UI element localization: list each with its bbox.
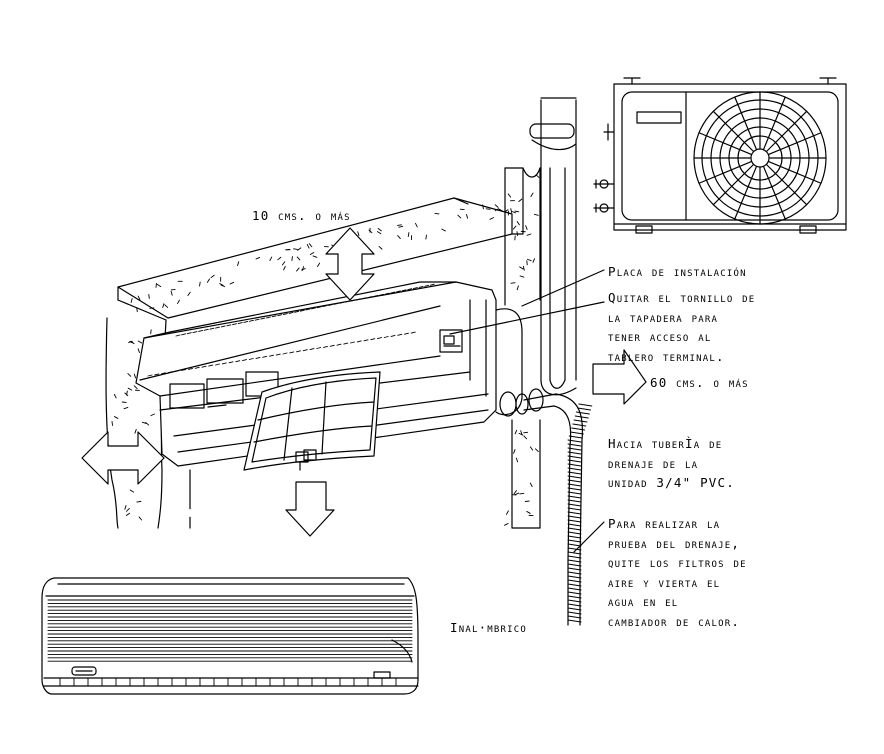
- outdoor-unit: [593, 77, 847, 234]
- drain-test-note-line: agua en el: [608, 594, 679, 610]
- wall-section: [504, 167, 541, 529]
- refrigerant-pipes: [529, 97, 577, 396]
- wireless-label: Inal·mbrico: [450, 620, 528, 635]
- drain-note: Hacia tuberÌa de drenaje de la unidad 3/…: [608, 434, 735, 493]
- service-valve: [593, 179, 615, 213]
- drain-test-note-line: aire y vierta el: [608, 574, 721, 590]
- airflow-arrow-down: [285, 481, 335, 537]
- screw-note-line: tener acceso al: [608, 329, 712, 345]
- indoor-unit: [135, 281, 557, 467]
- drain-note-line: unidad 3/4" PVC.: [608, 475, 735, 491]
- drain-note-line: Hacia tuberÌa de: [608, 436, 723, 451]
- fan-guard: [693, 91, 827, 225]
- ceiling-slab: [117, 197, 513, 321]
- screw-note-line: la tapadera para: [608, 309, 719, 325]
- air-filter: [243, 371, 381, 471]
- clearance-side-label: 60 cms. o más: [650, 375, 749, 390]
- drain-test-note: Para realizar la prueba del drenaje, qui…: [608, 514, 747, 632]
- drain-test-note-line: Para realizar la: [608, 516, 721, 531]
- screw-note: Quitar el tornillo de la tapadera para t…: [608, 288, 755, 366]
- leader-lines: [449, 269, 605, 553]
- indoor-unit-front-view: [41, 577, 419, 695]
- clearance-arrow-left: [81, 431, 165, 485]
- mounting-plate-label: Placa de instalación: [608, 264, 747, 279]
- drain-test-note-line: quite los filtros de: [608, 555, 747, 571]
- drain-hose: [553, 393, 593, 626]
- drain-test-note-line: cambiador de calor.: [608, 613, 741, 629]
- clearance-top-label: 10 cms. o más: [252, 208, 351, 223]
- screw-note-line: tablero terminal.: [608, 348, 725, 364]
- drain-note-line: drenaje de la: [608, 455, 699, 471]
- screw-note-line: Quitar el tornillo de: [608, 290, 756, 305]
- drain-test-note-line: prueba del drenaje,: [608, 535, 741, 551]
- clearance-arrow-side: [592, 349, 647, 405]
- clearance-arrow-top: [325, 227, 375, 301]
